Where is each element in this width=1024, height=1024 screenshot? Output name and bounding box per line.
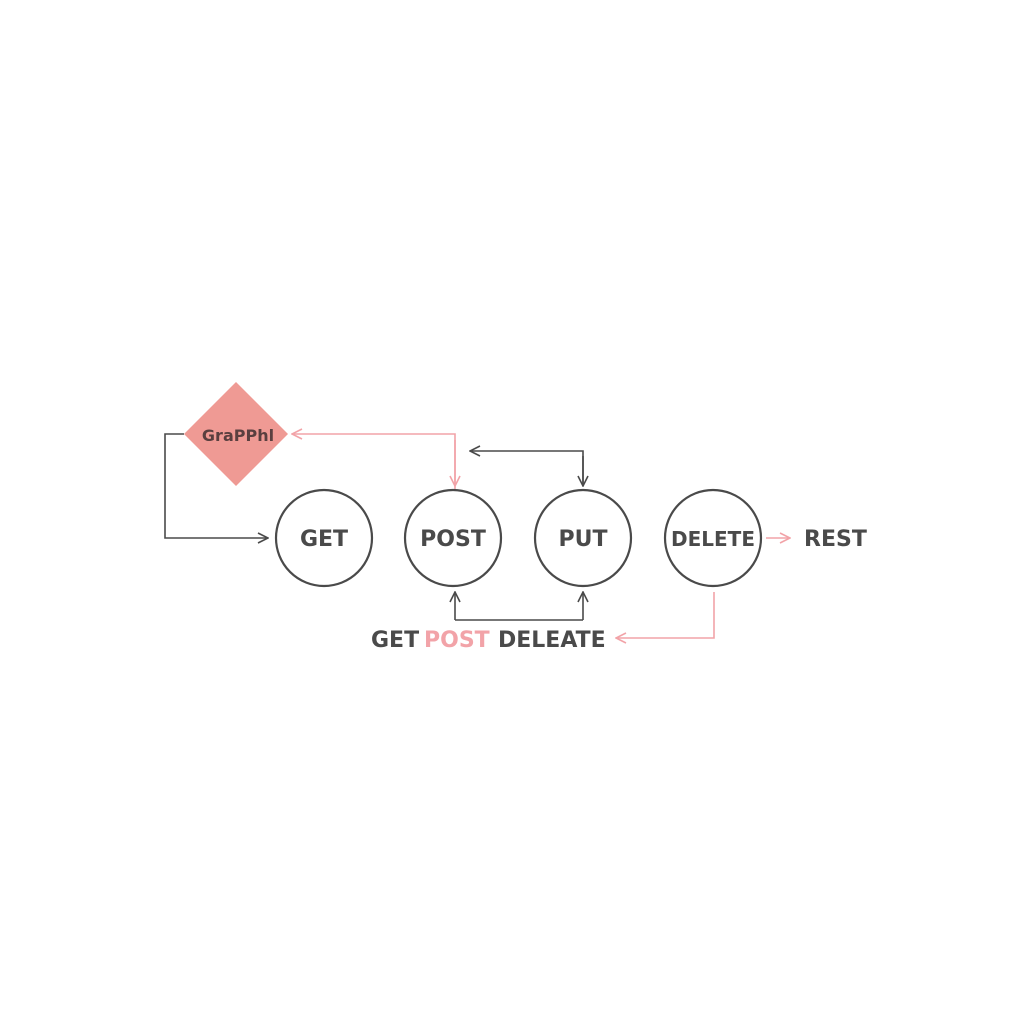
node-put-circle bbox=[533, 488, 633, 588]
node-delete-circle bbox=[663, 488, 763, 588]
node-put: PUT bbox=[533, 488, 633, 588]
bottom-label-post: POST bbox=[424, 628, 490, 653]
node-put-label: PUT bbox=[559, 527, 608, 552]
connector-post-to-decision bbox=[292, 434, 456, 489]
connector-put-post-top bbox=[470, 451, 584, 486]
node-delete: DELETE bbox=[663, 488, 763, 588]
node-post-circle bbox=[403, 488, 503, 588]
node-get: GET bbox=[274, 488, 374, 588]
node-post-label: POST bbox=[420, 527, 486, 552]
connector-decision-to-get bbox=[164, 433, 268, 538]
decision-diamond bbox=[184, 382, 288, 486]
node-post: POST bbox=[403, 488, 503, 588]
connector-delete-to-bottom-labels bbox=[616, 592, 715, 638]
decision-label: GraPPhl bbox=[202, 426, 274, 445]
node-get-circle bbox=[274, 488, 374, 588]
node-get-label: GET bbox=[300, 527, 348, 552]
node-delete-label: DELETE bbox=[671, 527, 755, 551]
decision-node: GraPPhl bbox=[184, 382, 288, 486]
bottom-label-delete: DELEATE bbox=[498, 628, 606, 653]
bottom-label-get: GET bbox=[371, 628, 419, 653]
rest-label: REST bbox=[804, 527, 867, 552]
